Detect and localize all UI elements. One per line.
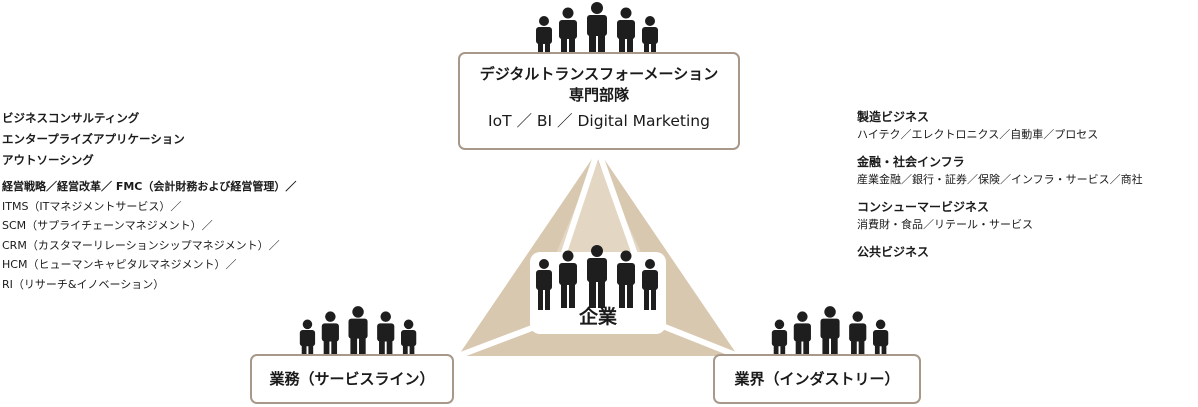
industry-detail: 産業金融／銀行・証券／保険／インフラ・サービス／商社 <box>857 173 1143 186</box>
left-heading: ビジネスコンサルティング <box>2 111 140 125</box>
industry-detail: ハイテク／エレクトロニクス／自動車／プロセス <box>857 128 1099 141</box>
left-line: ITMS（ITマネジメントサービス）／ <box>2 199 182 213</box>
people-group-icon-right <box>771 306 889 356</box>
service-line-box: 業務（サービスライン） <box>250 354 454 404</box>
left-line: SCM（サプライチェーンマネジメント）／ <box>2 219 213 232</box>
right-box-label: 業界（インダストリー） <box>734 370 900 388</box>
industry-heading: 公共ビジネス <box>857 245 930 259</box>
top-box-subtitle: IoT ／ BI ／ Digital Marketing <box>488 112 710 130</box>
left-heading: アウトソーシング <box>2 153 94 167</box>
people-group-icon-center <box>536 245 658 310</box>
left-line: HCM（ヒューマンキャピタルマネジメント）／ <box>2 258 237 271</box>
left-line: 経営戦略／経営改革／ FMC（会計財務および経営管理）／ <box>2 180 297 193</box>
left-line: CRM（カスタマーリレーションシップマネジメント）／ <box>2 238 280 252</box>
top-box-title-line1: デジタルトランスフォーメーション <box>479 65 719 83</box>
top-box-title-line2: 専門部隊 <box>568 86 629 104</box>
left-box-label: 業務（サービスライン） <box>269 370 435 388</box>
service-line-description: ビジネスコンサルティング エンタープライズアプリケーション アウトソーシング 経… <box>2 108 296 294</box>
industry-detail: 消費財・食品／リテール・サービス <box>857 218 1033 231</box>
industry-description: 製造ビジネス ハイテク／エレクトロニクス／自動車／プロセス 金融・社会インフラ … <box>857 108 1143 261</box>
people-group-icon-top <box>536 2 658 56</box>
people-group-icon-left <box>299 306 417 356</box>
digital-transformation-box: デジタルトランスフォーメーション 専門部隊 IoT ／ BI ／ Digital… <box>458 52 740 150</box>
industry-heading: 製造ビジネス <box>857 110 930 124</box>
left-heading: エンタープライズアプリケーション <box>2 132 185 146</box>
industry-box: 業界（インダストリー） <box>713 354 921 404</box>
industry-heading: 金融・社会インフラ <box>857 155 965 169</box>
center-label: 企業 <box>578 306 617 328</box>
left-line: RI（リサーチ&イノベーション） <box>2 277 165 291</box>
industry-heading: コンシューマービジネス <box>857 200 990 214</box>
